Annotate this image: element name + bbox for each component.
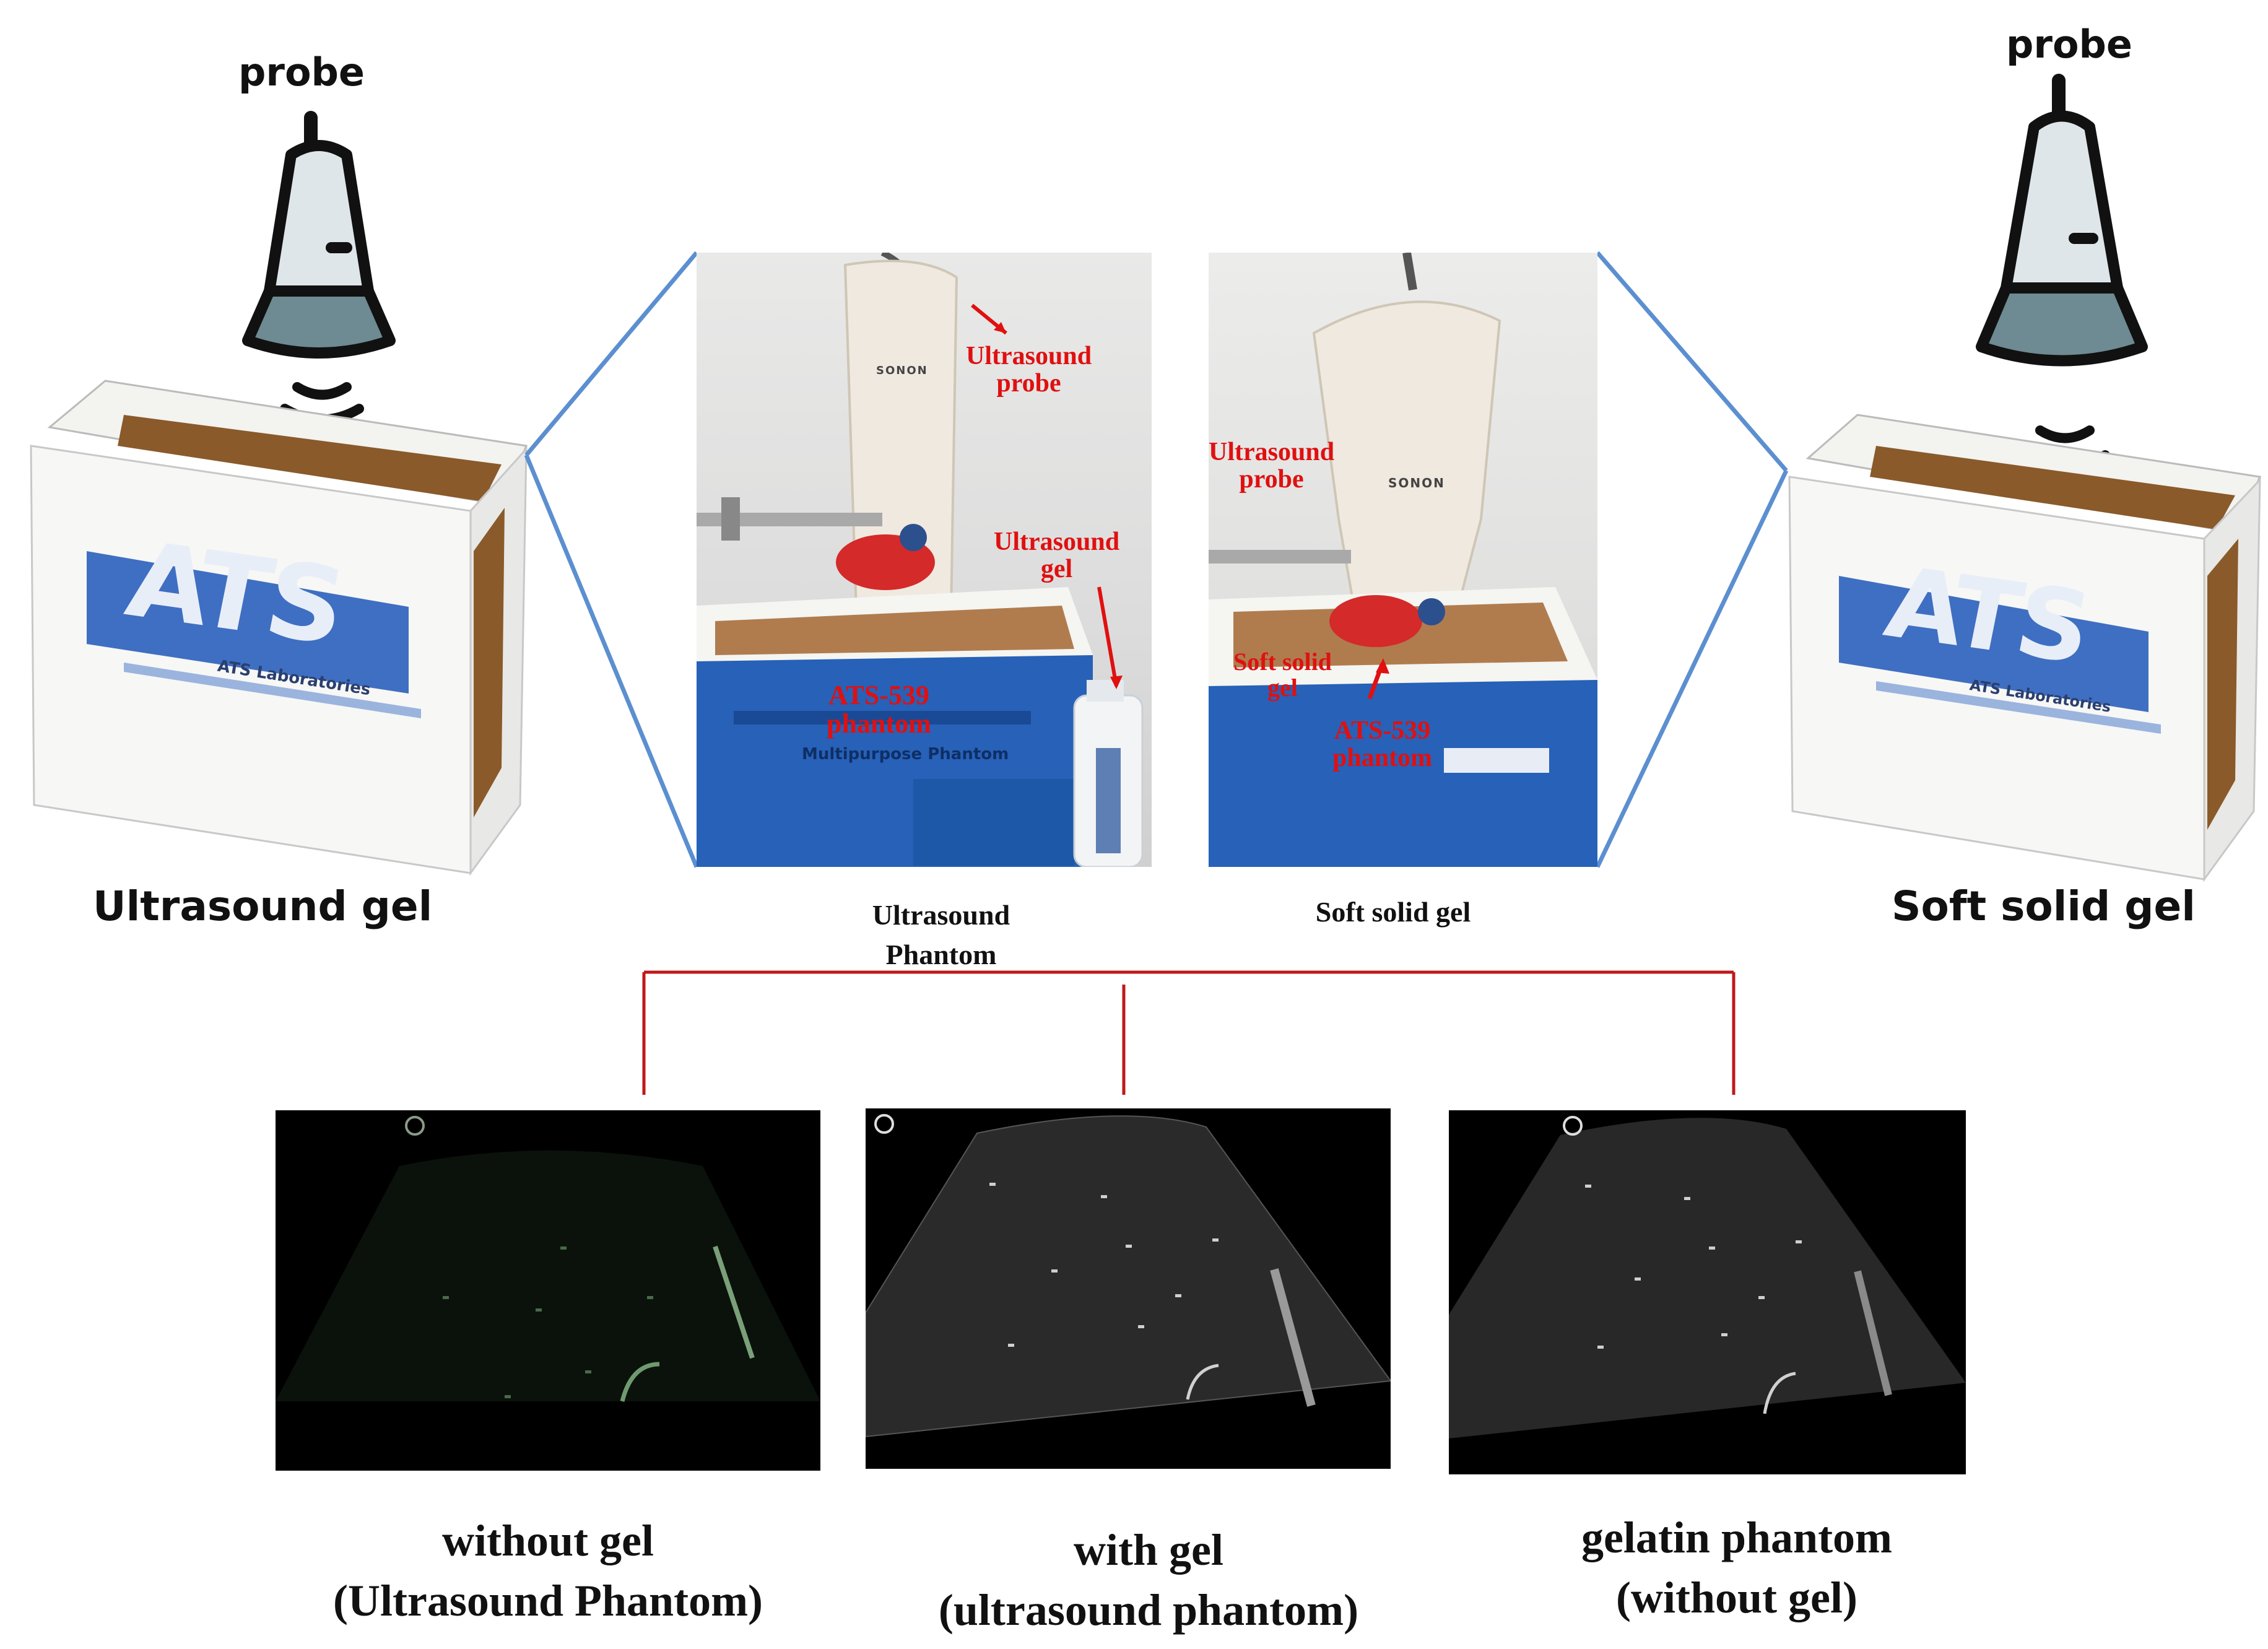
photo-soft-solid-gel: SONON Ultrasound probe Soft solid gel AT… [1209, 253, 1597, 867]
ultrasound-image-without-gel [276, 1110, 820, 1471]
photo-left-caption: Ultrasound Phantom [872, 899, 1010, 971]
left-photo-phantom-annotation: ATS-539 phantom [827, 680, 931, 739]
left-caption: Ultrasound gel [93, 882, 433, 930]
right-probe-label: probe [2006, 22, 2132, 67]
left-probe-label: probe [238, 50, 365, 95]
left-probe-icon [242, 111, 396, 359]
right-probe-icon [1976, 74, 2148, 367]
right-photo-probe-annotation: Ultrasound probe [1209, 438, 1335, 494]
connector-left-top [524, 251, 698, 457]
photo-right-caption: Soft solid gel [1315, 896, 1471, 928]
ultrasound-image-with-gel [866, 1108, 1391, 1469]
caption-with-gel: with gel (ultrasound phantom) [938, 1525, 1359, 1635]
caption-without-gel: without gel (Ultrasound Phantom) [332, 1516, 763, 1626]
left-photo-probe-annotation: Ultrasound probe [966, 342, 1092, 398]
connector-left-bottom [524, 454, 699, 868]
right-phantom-box [1788, 414, 2262, 882]
left-photo-gel-annotation: Ultrasound gel [994, 528, 1120, 584]
left-photo-phantom-box-text: Multipurpose Phantom [802, 745, 1009, 764]
left-phantom-box [30, 380, 528, 876]
connector-right-top [1596, 251, 1788, 472]
photo-ultrasound-phantom: SONON Ultrasound probe Ultrasound gel AT… [697, 253, 1152, 867]
caption-gelatin-phantom: gelatin phantom (without gel) [1581, 1513, 1893, 1623]
left-photo-probe-brand: SONON [876, 364, 928, 377]
right-caption: Soft solid gel [1892, 882, 2196, 930]
right-photo-phantom-annotation: ATS-539 phantom [1332, 716, 1433, 773]
ultrasound-image-gelatin-phantom [1449, 1110, 1966, 1474]
right-photo-gel-annotation: Soft solid gel [1233, 648, 1332, 702]
right-photo-probe-brand: SONON [1388, 476, 1445, 490]
connector-right-bottom [1595, 469, 1789, 868]
